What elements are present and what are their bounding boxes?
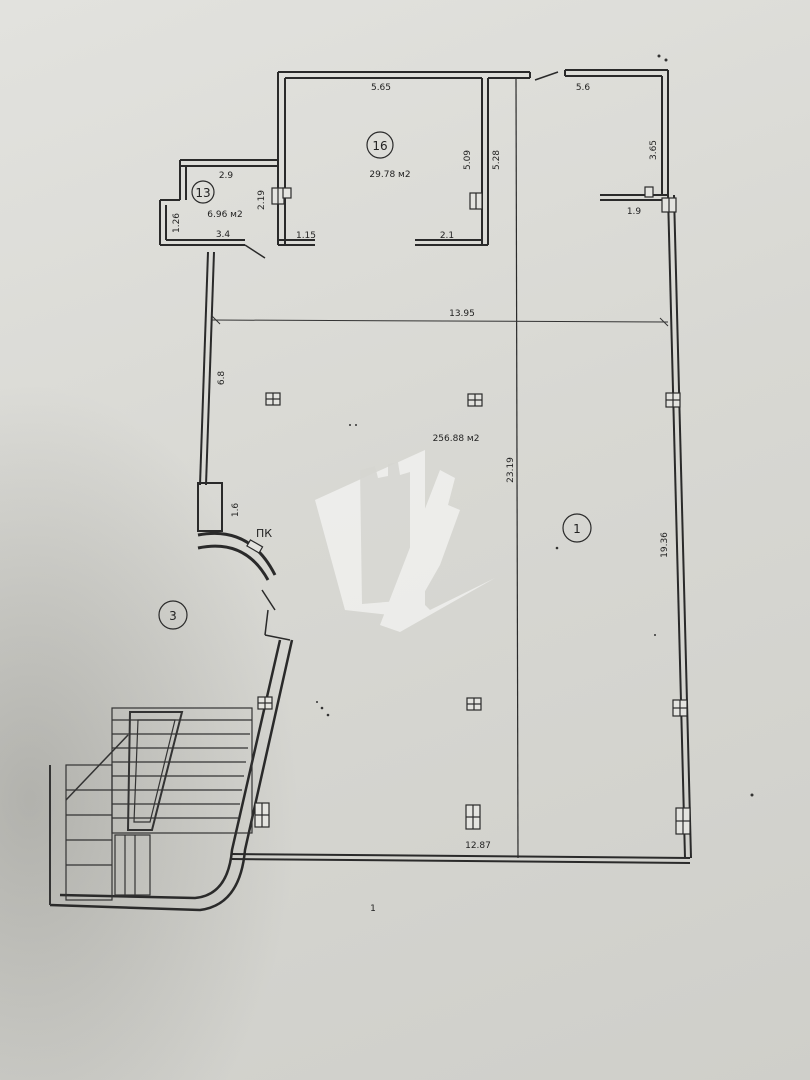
dim-3-65: 3.65 bbox=[649, 140, 659, 160]
window-markers bbox=[246, 186, 691, 835]
vent-box bbox=[282, 187, 292, 199]
dim-2-1: 2.1 bbox=[440, 231, 454, 241]
dim-5-65: 5.65 bbox=[371, 83, 391, 93]
window-marker bbox=[271, 187, 285, 205]
room-3-number: 3 bbox=[169, 609, 177, 623]
window-marker bbox=[265, 392, 281, 406]
bottom-wall bbox=[231, 853, 691, 859]
room-markers bbox=[158, 131, 592, 630]
dim-2-9: 2.9 bbox=[219, 171, 234, 181]
window-marker bbox=[661, 197, 677, 213]
room-16-walls bbox=[277, 71, 531, 245]
vent-box bbox=[644, 186, 654, 198]
window-marker bbox=[465, 804, 481, 830]
room-3-circle bbox=[158, 600, 188, 630]
dimension-line-13-95 bbox=[211, 315, 669, 327]
dim-5-6: 5.6 bbox=[576, 83, 591, 93]
dim-19-36: 19.36 bbox=[660, 532, 670, 558]
dim-5-28: 5.28 bbox=[492, 150, 502, 170]
dim-23-19: 23.19 bbox=[506, 457, 516, 483]
room-1-circle bbox=[562, 513, 592, 543]
dim-1-15: 1.15 bbox=[296, 231, 316, 241]
room-1-number: 1 bbox=[573, 522, 581, 536]
dim-3-4: 3.4 bbox=[216, 230, 231, 240]
dim-12-87: 12.87 bbox=[465, 841, 491, 851]
watermark-logo bbox=[315, 450, 495, 632]
window-marker bbox=[257, 696, 273, 710]
pk-label: ПК bbox=[256, 527, 272, 540]
room-main-area: 256.88 м2 bbox=[433, 434, 480, 444]
window-marker bbox=[672, 699, 688, 717]
dim-13-95: 13.95 bbox=[449, 309, 475, 319]
dim-2-19: 2.19 bbox=[257, 190, 267, 210]
window-marker bbox=[254, 802, 270, 828]
room-16-circle bbox=[366, 131, 394, 159]
room-13-walls bbox=[159, 159, 278, 246]
stray-marks bbox=[316, 54, 754, 797]
dim-6-8: 6.8 bbox=[217, 371, 227, 386]
room-13-area: 6.96 м2 bbox=[207, 210, 242, 220]
room-13-number: 13 bbox=[195, 186, 210, 200]
pk-box bbox=[246, 539, 264, 554]
window-marker bbox=[467, 393, 483, 407]
room-16-area: 29.78 м2 bbox=[369, 170, 410, 180]
dim-1-6: 1.6 bbox=[231, 503, 241, 518]
window-marker bbox=[466, 697, 482, 711]
room-13-circle bbox=[191, 180, 215, 204]
room-1-top-walls bbox=[564, 69, 669, 201]
dim-1-26: 1.26 bbox=[172, 213, 182, 233]
walls bbox=[49, 69, 692, 912]
dim-1-9: 1.9 bbox=[627, 207, 642, 217]
room-labels: 16 29.78 м2 13 6.96 м2 256.88 м2 1 3 ПК … bbox=[169, 139, 581, 914]
staircase bbox=[49, 707, 253, 905]
central-partition bbox=[515, 77, 519, 859]
curved-wall bbox=[197, 531, 277, 581]
stair-surround bbox=[49, 639, 294, 912]
dimension-labels: 5.65 5.6 5.09 5.28 3.65 1.9 2.9 2.19 1.2… bbox=[172, 83, 670, 851]
photo-shadow bbox=[0, 380, 300, 1080]
room-16-number: 16 bbox=[372, 139, 387, 153]
dim-5-09: 5.09 bbox=[463, 150, 473, 170]
window-marker bbox=[469, 192, 483, 210]
window-marker bbox=[675, 807, 691, 835]
page-number: 1 bbox=[370, 904, 376, 914]
window-marker bbox=[665, 392, 681, 408]
